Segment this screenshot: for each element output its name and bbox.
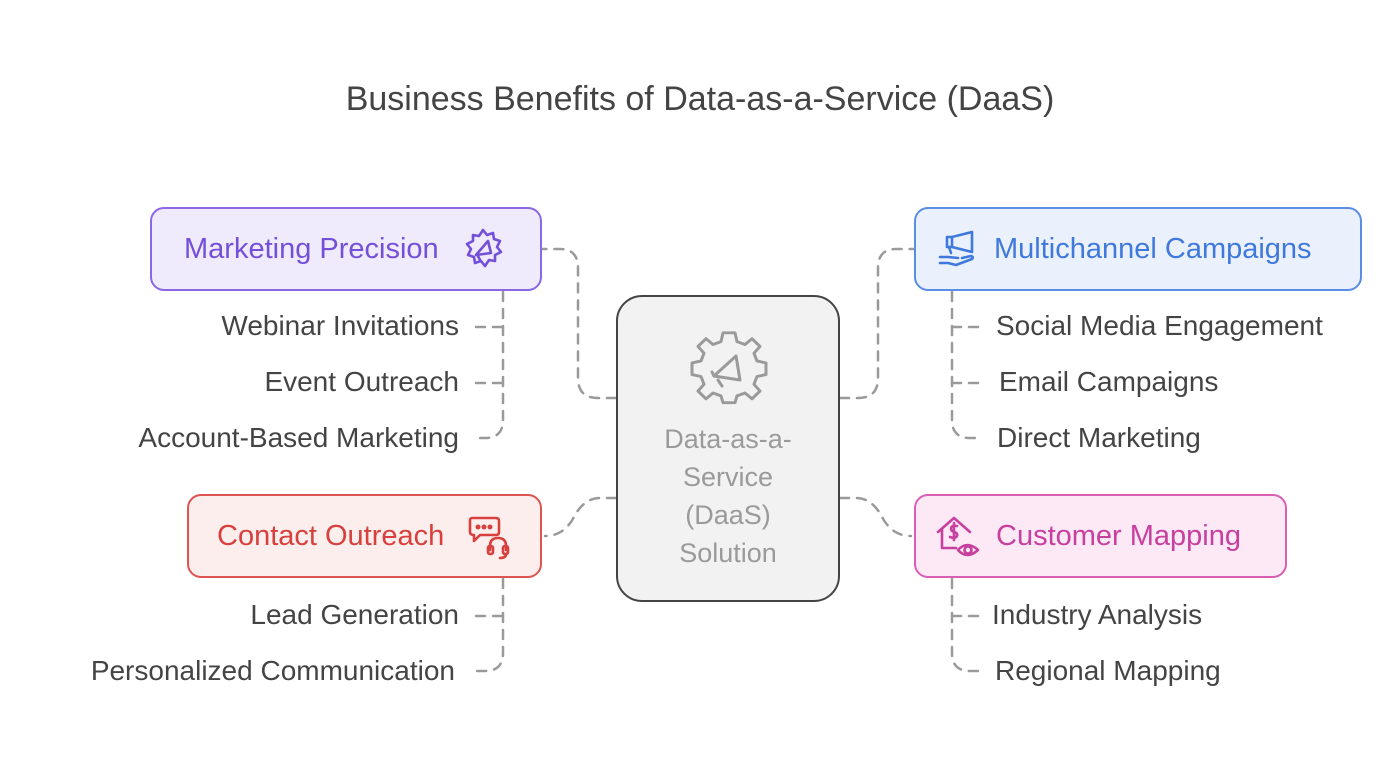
daas-solution-label: Data-as-a- Service (DaaS) Solution bbox=[618, 420, 838, 572]
mc-item-email-campaigns: Email Campaigns bbox=[999, 366, 1219, 397]
daas-label-line-3: (DaaS) bbox=[685, 500, 771, 530]
connector-contact-outreach bbox=[543, 496, 618, 538]
connector-marketing-precision bbox=[541, 247, 618, 400]
cm-item-regional-mapping: Regional Mapping bbox=[995, 655, 1221, 686]
daas-solution-node: Data-as-a- Service (DaaS) Solution bbox=[616, 295, 840, 602]
co-item-personalized-communication: Personalized Communication bbox=[90, 655, 455, 686]
contact-outreach-node: Contact Outreach bbox=[187, 494, 542, 578]
connector-co-trunk bbox=[474, 577, 505, 673]
connector-multichannel-campaigns bbox=[838, 247, 915, 400]
megaphone-badge-icon bbox=[465, 228, 502, 268]
mp-item-webinar-invitations: Webinar Invitations bbox=[221, 310, 459, 341]
multichannel-campaigns-label: Multichannel Campaigns bbox=[994, 232, 1312, 265]
customer-mapping-label: Customer Mapping bbox=[996, 519, 1241, 552]
customer-mapping-node: Customer Mapping bbox=[914, 494, 1287, 578]
chat-headset-icon bbox=[468, 516, 510, 560]
megaphone-hand-icon bbox=[938, 230, 975, 267]
daas-label-line-2: Service bbox=[682, 462, 774, 492]
connector-mp-trunk bbox=[474, 290, 505, 440]
house-dollar-eye-icon bbox=[936, 516, 980, 557]
mp-item-event-outreach: Event Outreach bbox=[264, 366, 459, 397]
marketing-precision-label: Marketing Precision bbox=[184, 232, 439, 265]
mp-item-account-based-marketing: Account-Based Marketing bbox=[138, 422, 459, 453]
connector-customer-mapping bbox=[838, 496, 913, 538]
multichannel-campaigns-node: Multichannel Campaigns bbox=[914, 207, 1362, 291]
connector-cm-trunk bbox=[950, 577, 982, 673]
megaphone-gear-icon bbox=[690, 331, 768, 405]
diagram-title: Business Benefits of Data-as-a-Service (… bbox=[345, 80, 1055, 118]
mc-item-direct-marketing: Direct Marketing bbox=[997, 422, 1201, 453]
co-item-lead-generation: Lead Generation bbox=[250, 599, 459, 630]
connector-mc-trunk bbox=[950, 290, 982, 440]
marketing-precision-node: Marketing Precision bbox=[150, 207, 542, 291]
daas-label-line-4: Solution bbox=[679, 538, 777, 568]
mc-item-social-media-engagement: Social Media Engagement bbox=[996, 310, 1323, 341]
contact-outreach-label: Contact Outreach bbox=[217, 519, 445, 552]
daas-label-line-1: Data-as-a- bbox=[664, 424, 792, 454]
cm-item-industry-analysis: Industry Analysis bbox=[992, 599, 1203, 630]
